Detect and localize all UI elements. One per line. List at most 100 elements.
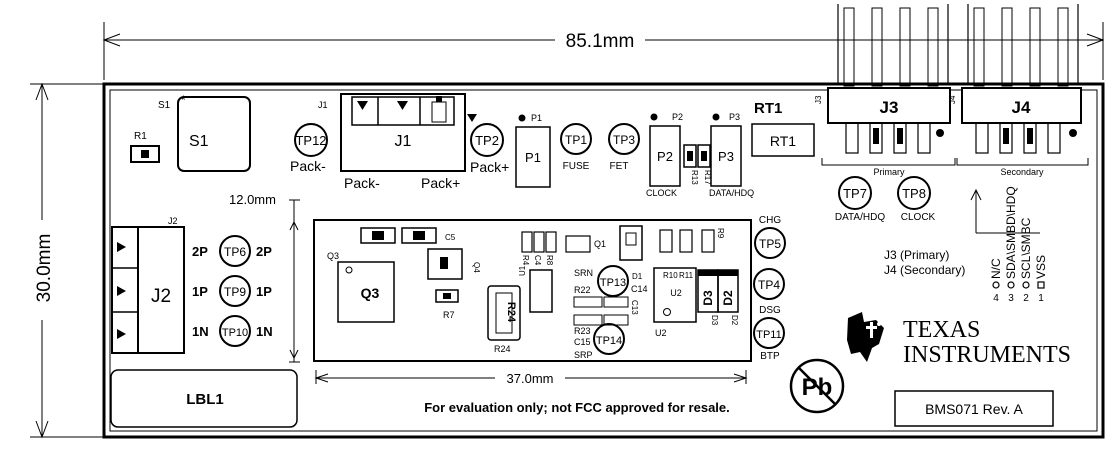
svg-text:2P: 2P [192, 244, 208, 259]
q3-label: Q3 [361, 285, 380, 301]
rt1-label: RT1 [754, 100, 782, 117]
svg-text:TP14: TP14 [596, 335, 622, 347]
j3-primary-label: J3 (Primary) [884, 248, 949, 262]
svg-text:R23: R23 [574, 326, 591, 336]
fet-label: FET [610, 161, 629, 172]
svg-text:LBL1: LBL1 [186, 391, 224, 408]
fcc-notice: For evaluation only; not FCC approved fo… [424, 400, 730, 415]
r1-label: R1 [134, 131, 147, 142]
svg-text:R13: R13 [690, 170, 699, 185]
svg-text:D3: D3 [710, 315, 719, 326]
svg-text:P1: P1 [531, 113, 542, 123]
texas-instruments-logo: TEXAS INSTRUMENTS [847, 312, 1071, 368]
svg-text:2P: 2P [256, 244, 272, 259]
svg-text:R7: R7 [443, 310, 455, 320]
svg-text:R10: R10 [663, 271, 678, 280]
test-point-tp7: TP7 DATA/HDQ [835, 176, 885, 223]
connector-j3: J3 J3 Primary [814, 4, 956, 177]
tp8-clock-label: CLOCK [901, 212, 936, 223]
connector-j1: J1 J1 Pack- Pack+ [318, 93, 477, 191]
test-point-tp10: 1N TP10 1N [192, 315, 273, 347]
svg-text:R4: R4 [521, 255, 530, 266]
svg-text:3: 3 [1008, 293, 1014, 304]
svg-text:D1: D1 [632, 272, 643, 281]
pb-free-icon: Pb [789, 358, 845, 414]
svg-text:R24: R24 [505, 302, 517, 323]
test-point-tp8: TP8 CLOCK [897, 176, 936, 223]
test-point-tp2: TP2 Pack+ [470, 123, 509, 175]
j1-pack-plus: Pack+ [421, 175, 460, 191]
primary-label: Primary [874, 167, 905, 177]
svg-text:TP11: TP11 [756, 329, 781, 341]
pack-plus-label: Pack+ [470, 159, 509, 175]
test-point-tp12: TP12 Pack- [290, 123, 328, 174]
p2-label: P2 [657, 149, 673, 164]
j1-pack-minus: Pack- [344, 175, 380, 191]
svg-text:TP2: TP2 [475, 133, 499, 148]
tp7-data-hdq-label: DATA/HDQ [835, 212, 885, 223]
ti-logo-icon [847, 312, 884, 362]
pinout-legend: J3 (Primary) J4 (Secondary) N/C SDA\SMBD… [884, 186, 1048, 304]
svg-text:Q3: Q3 [327, 251, 339, 261]
svg-text:TP4: TP4 [758, 278, 780, 292]
clock-label: CLOCK [646, 188, 677, 198]
svg-text:P3: P3 [729, 112, 740, 122]
svg-text:C15: C15 [574, 337, 591, 347]
pin-vss-label: VSS [1034, 255, 1048, 279]
svg-text:TP6: TP6 [224, 245, 246, 259]
pad-p1: P1 P1 [515, 113, 551, 188]
svg-text:4: 4 [993, 293, 999, 304]
thermistor-rt1: RT1 RT1 [751, 100, 815, 157]
inner-height-dimension: 12.0mm [229, 192, 300, 363]
ti-name-line1: TEXAS [903, 317, 980, 343]
test-point-tp4: TP4 DSG [753, 268, 785, 316]
svg-text:TP8: TP8 [902, 186, 926, 201]
svg-text:12.0mm: 12.0mm [229, 192, 276, 207]
svg-text:C13: C13 [630, 300, 639, 315]
svg-text:1: 1 [1038, 293, 1044, 304]
j4-secondary-label: J4 (Secondary) [884, 263, 965, 277]
connector-j4: J4 J4 Secondary [948, 4, 1089, 177]
svg-text:C4: C4 [533, 255, 542, 266]
svg-text:RT1: RT1 [770, 133, 796, 149]
svg-text:R24: R24 [494, 344, 511, 354]
ti-name-line2: INSTRUMENTS [903, 342, 1071, 368]
test-point-tp1: TP1 FUSE [560, 123, 592, 172]
test-point-tp3: TP3 FET [608, 123, 640, 172]
svg-text:2: 2 [1023, 293, 1029, 304]
board-outline [102, 82, 1105, 439]
c5-label: C5 [445, 233, 456, 242]
s1-small-label: S1 [158, 100, 171, 111]
revision-box: BMS071 Rev. A [894, 390, 1054, 427]
test-point-tp6: 2P TP6 2P [192, 235, 272, 267]
svg-text:C14: C14 [631, 284, 648, 294]
j3-label: J3 [880, 98, 899, 117]
svg-text:R17: R17 [703, 170, 712, 185]
pin-sda-label: SDA\SMBD\HDQ [1004, 186, 1018, 279]
pad-p3: P3 P3 DATA/HDQ [709, 112, 754, 198]
p1-label: P1 [525, 150, 541, 165]
test-point-tp11: TP11 BTP [753, 317, 785, 362]
board-inner-outline [109, 89, 1098, 432]
svg-text:D3: D3 [701, 290, 715, 306]
svg-text:D2: D2 [721, 290, 735, 306]
connector-j2: J2 J2 [111, 216, 185, 354]
srn-label: SRN [574, 268, 593, 278]
j1-small-label: J1 [318, 100, 328, 110]
height-dimension-label: 30.0mm [34, 234, 55, 303]
height-dimension: 30.0mm [30, 82, 104, 439]
test-point-tp9: 1P TP9 1P [192, 275, 272, 307]
switch-s1: S1 * S1 [158, 93, 251, 172]
j4-label: J4 [1012, 98, 1031, 117]
pad-p2: P2 P2 CLOCK [646, 112, 683, 198]
svg-text:1N: 1N [256, 324, 273, 339]
svg-text:U2: U2 [670, 288, 682, 298]
svg-text:D2: D2 [730, 315, 739, 326]
pin-scl-label: SCL\SMBC [1019, 217, 1033, 279]
svg-text:R11: R11 [679, 271, 694, 280]
test-point-tp5: CHG TP5 [754, 215, 786, 259]
svg-text:J2: J2 [168, 216, 178, 226]
chg-label: CHG [759, 215, 781, 226]
svg-text:1P: 1P [192, 284, 208, 299]
svg-text:U1: U1 [518, 265, 527, 276]
